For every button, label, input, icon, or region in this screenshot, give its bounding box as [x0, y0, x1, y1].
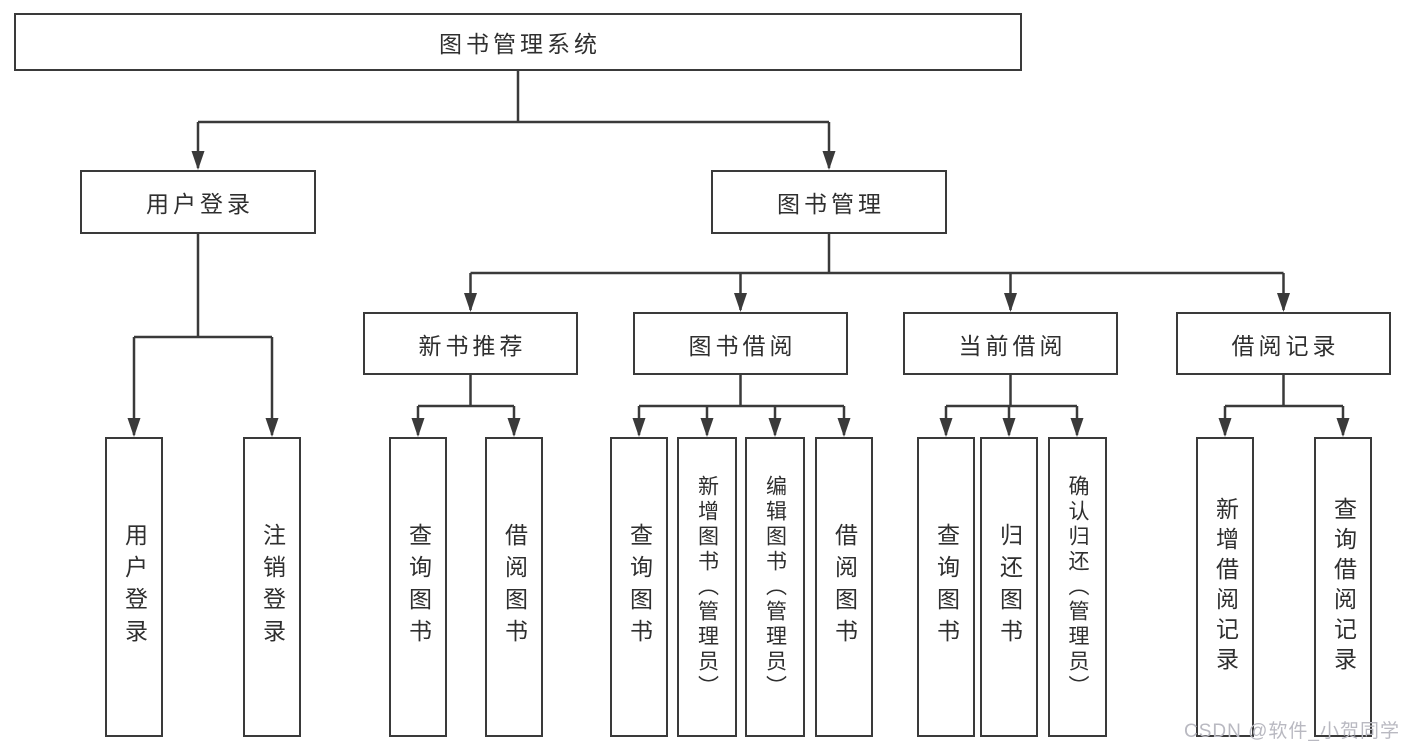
node-label: 查询图书 — [405, 523, 432, 651]
leaf-add-books-admin: 新增图书（管理员） — [677, 437, 737, 737]
arrowhead — [768, 418, 782, 437]
arrowhead — [1277, 293, 1290, 312]
node-label: 确认归还（管理员） — [1066, 474, 1089, 700]
arrowhead — [265, 418, 279, 437]
arrowhead — [1004, 293, 1017, 312]
edge-current-borrowing-children — [939, 375, 1084, 437]
node-label: 归还图书 — [996, 523, 1023, 651]
edge-root-to-level2 — [191, 71, 836, 170]
node-label: 注销登录 — [259, 523, 286, 651]
leaf-query-borrowing-record: 查询借阅记录 — [1314, 437, 1372, 737]
arrowhead — [191, 151, 205, 170]
leaf-add-borrowing-record: 新增借阅记录 — [1196, 437, 1254, 737]
node-label: 借阅记录 — [1231, 332, 1340, 359]
leaf-logout-login: 注销登录 — [243, 437, 301, 737]
node-label: 新增图书（管理员） — [695, 474, 719, 700]
arrowhead — [1218, 418, 1232, 437]
node-label: 图书管理 — [777, 191, 885, 217]
arrowhead — [1002, 418, 1016, 437]
node-label: 查询图书 — [626, 523, 653, 651]
arrowhead — [734, 293, 747, 312]
node-book-management: 图书管理 — [711, 170, 947, 234]
arrowhead — [939, 418, 953, 437]
node-label: 图书借阅 — [688, 332, 797, 359]
leaf-query-books-recommend: 查询图书 — [389, 437, 447, 737]
leaf-edit-books-admin: 编辑图书（管理员） — [745, 437, 805, 737]
node-label: 查询图书 — [933, 523, 960, 651]
node-current-borrowing: 当前借阅 — [903, 312, 1118, 375]
node-label: 借阅图书 — [831, 523, 858, 651]
arrowhead — [632, 418, 646, 437]
arrowhead — [837, 418, 851, 437]
node-label: 查询借阅记录 — [1330, 497, 1357, 677]
leaf-borrow-books-recommend: 借阅图书 — [485, 437, 543, 737]
node-label: 用户登录 — [146, 191, 254, 217]
node-label: 图书管理系统 — [439, 31, 601, 57]
edge-book-borrowing-children — [632, 375, 851, 437]
csdn-watermark: CSDN @软件_小贺同学 — [1184, 721, 1400, 742]
arrowhead — [1336, 418, 1350, 437]
leaf-query-books-borrowing: 查询图书 — [610, 437, 668, 737]
arrowhead — [507, 418, 521, 437]
arrowhead — [822, 151, 836, 170]
leaf-query-books-current: 查询图书 — [917, 437, 975, 737]
leaf-confirm-return-admin: 确认归还（管理员） — [1048, 437, 1107, 737]
edge-user-login-children — [127, 234, 279, 437]
node-library-management-system: 图书管理系统 — [14, 13, 1022, 71]
node-user-login: 用户登录 — [80, 170, 316, 234]
arrowhead — [127, 418, 141, 437]
arrowhead — [1070, 418, 1084, 437]
leaf-borrow-books-borrowing: 借阅图书 — [815, 437, 873, 737]
node-new-book-recommend: 新书推荐 — [363, 312, 578, 375]
node-label: 借阅图书 — [501, 523, 528, 651]
node-label: 用户登录 — [121, 523, 148, 651]
leaf-user-login: 用户登录 — [105, 437, 163, 737]
edge-borrowing-records-children — [1218, 375, 1350, 437]
arrowhead — [464, 293, 477, 312]
arrowhead — [700, 418, 714, 437]
edge-new-book-recommend-children — [411, 375, 521, 437]
node-label: 当前借阅 — [958, 332, 1067, 359]
arrowhead — [411, 418, 425, 437]
edge-book-management-children — [464, 234, 1290, 312]
node-label: 新书推荐 — [418, 332, 527, 359]
node-borrowing-records: 借阅记录 — [1176, 312, 1391, 375]
node-label: 新增借阅记录 — [1212, 497, 1239, 677]
leaf-return-books: 归还图书 — [980, 437, 1038, 737]
node-book-borrowing: 图书借阅 — [633, 312, 848, 375]
node-label: 编辑图书（管理员） — [763, 474, 787, 700]
